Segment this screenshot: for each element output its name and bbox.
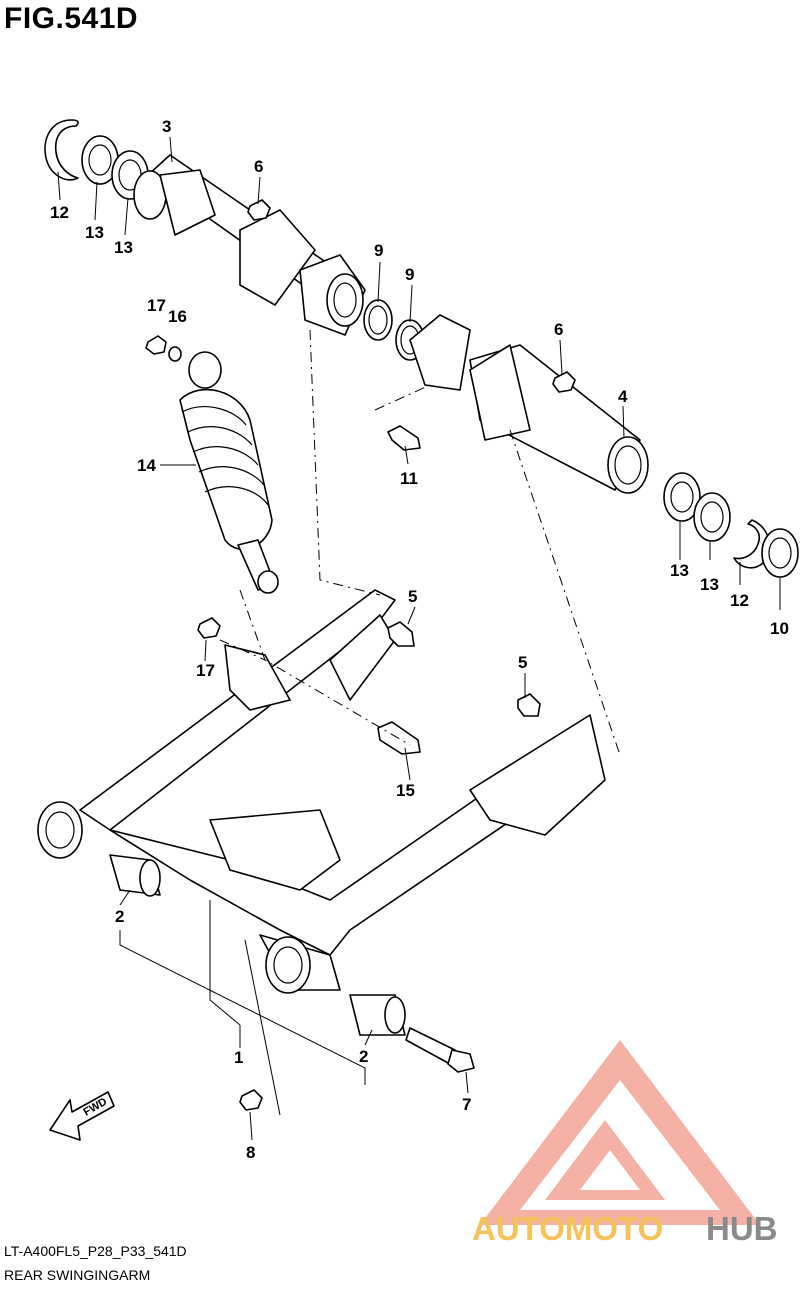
- callout-11: 11: [400, 469, 418, 488]
- callout-1: 1: [234, 1048, 243, 1067]
- callout-6-right: 6: [554, 320, 563, 339]
- nut-6-upper: [247, 199, 271, 221]
- figure-description: REAR SWINGINGARM: [4, 1267, 151, 1283]
- bushing-2-right: [349, 994, 406, 1036]
- callout-2-left: 2: [115, 907, 124, 926]
- callout-3: 3: [162, 117, 171, 136]
- callouts: 3 6 12 13 13 9 9 17 16 6 4 14 11 13 13 1…: [50, 117, 789, 1162]
- bolt-7: [405, 1027, 475, 1073]
- nut-6-right: [552, 371, 576, 393]
- pivot-shaft-4: [409, 314, 649, 494]
- callout-12-left: 12: [50, 203, 69, 222]
- rear-shock-absorber-14: [179, 351, 279, 594]
- seal-10: [761, 528, 799, 578]
- callout-17-lower: 17: [196, 661, 215, 680]
- bushing-2-left: [109, 854, 161, 897]
- watermark-hub: HUB: [706, 1210, 778, 1247]
- callout-7: 7: [462, 1095, 471, 1114]
- watermark-automoto: AUTOMOTO: [472, 1210, 663, 1247]
- swingarm-1: [37, 589, 606, 994]
- bearing-13-right-b: [693, 492, 731, 542]
- bolt-5-upper: [387, 621, 415, 647]
- callout-13-right-a: 13: [670, 561, 689, 580]
- forward-direction-arrow: FWD: [49, 1091, 115, 1141]
- automotohub-logo: [480, 1040, 760, 1225]
- callout-12-right: 12: [730, 591, 749, 610]
- leader-lines: [57, 136, 781, 1141]
- callout-5-right: 5: [518, 653, 527, 672]
- nut-8: [239, 1089, 263, 1111]
- nut-17-top: [145, 335, 167, 355]
- pivot-shaft-3: [133, 154, 366, 336]
- callout-8: 8: [246, 1143, 255, 1162]
- figure-title: FIG.541D: [4, 2, 139, 35]
- callout-10: 10: [770, 619, 789, 638]
- callout-13-left-b: 13: [114, 238, 133, 257]
- callout-17-top: 17: [147, 296, 166, 315]
- bolt-11: [387, 425, 421, 451]
- callout-13-right-b: 13: [700, 575, 719, 594]
- callout-2-right: 2: [359, 1047, 368, 1066]
- nut-17-lower: [197, 617, 221, 639]
- bolt-5-right: [517, 693, 541, 717]
- callout-9-right: 9: [405, 265, 414, 284]
- callout-5-upper: 5: [408, 587, 417, 606]
- automotohub-wordmark: AUTOMOTO HUB: [472, 1210, 778, 1247]
- washer-16: [168, 346, 182, 362]
- callout-6-upper: 6: [254, 157, 263, 176]
- figure-code: LT-A400FL5_P28_P33_541D: [4, 1243, 187, 1259]
- bearing-13-right-a: [663, 472, 701, 522]
- callout-13-left-a: 13: [85, 223, 104, 242]
- callout-15: 15: [396, 781, 415, 800]
- callout-9-left: 9: [374, 241, 383, 260]
- callout-14: 14: [137, 456, 156, 475]
- callout-16: 16: [168, 307, 187, 326]
- assembly-lines: [119, 329, 621, 1116]
- circlip-12-left: [44, 119, 79, 181]
- bearing-13-left-a: [81, 135, 119, 185]
- o-ring-9-left: [363, 299, 393, 341]
- callout-4: 4: [618, 387, 628, 406]
